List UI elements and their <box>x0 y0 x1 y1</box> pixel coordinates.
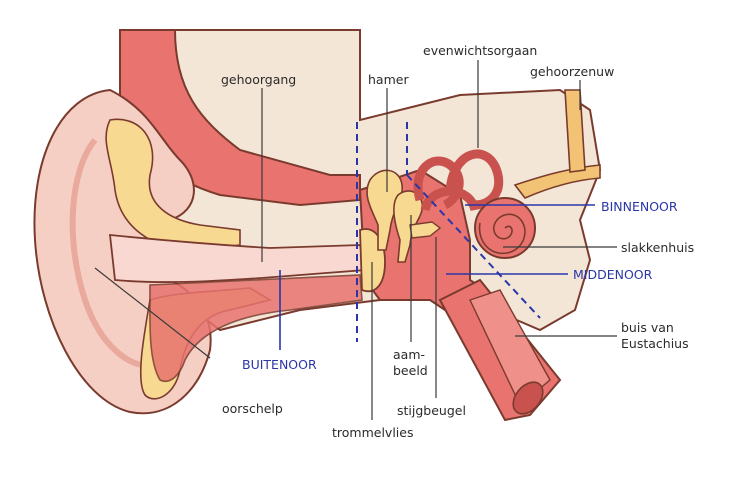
label-anvil-1: aam- <box>393 347 426 362</box>
label-inner-ear: BINNENOOR <box>601 199 678 214</box>
middle-inner-diagonal <box>406 174 541 319</box>
region-leader-lines <box>279 204 595 350</box>
label-auditory-nerve: gehoorzenuw <box>530 64 615 79</box>
label-pinna: oorschelp <box>222 401 283 416</box>
nerve-trunk <box>564 89 586 173</box>
label-eardrum: trommelvlies <box>332 425 414 440</box>
ear-canal <box>108 233 367 283</box>
label-cochlea: slakkenhuis <box>621 240 695 255</box>
label-eustachian-tube-2: Eustachius <box>621 336 689 351</box>
label-middle-ear: MIDDENOOR <box>573 267 653 282</box>
semicircular-canals <box>413 149 504 212</box>
canal-lower-flesh <box>149 274 363 382</box>
label-vestibular-organ: evenwichtsorgaan <box>423 43 538 58</box>
auditory-nerve <box>513 164 601 199</box>
cartilage-upper <box>105 118 241 251</box>
eustachian-tube-end <box>512 381 544 415</box>
label-eustachian-tube-1: buis van <box>621 320 674 335</box>
cochlea-spiral <box>478 213 526 255</box>
label-outer-ear: BUITENOOR <box>242 357 317 372</box>
stirrup-bone <box>409 221 442 239</box>
label-anvil-2: beeld <box>393 363 428 378</box>
label-ear-canal: gehoorgang <box>221 72 297 87</box>
label-hammer: hamer <box>368 72 409 87</box>
leader-lines <box>94 60 617 420</box>
pinna-fold <box>69 138 156 369</box>
label-stirrup: stijgbeugel <box>397 403 466 418</box>
eustachian-tube-inner <box>469 289 551 407</box>
